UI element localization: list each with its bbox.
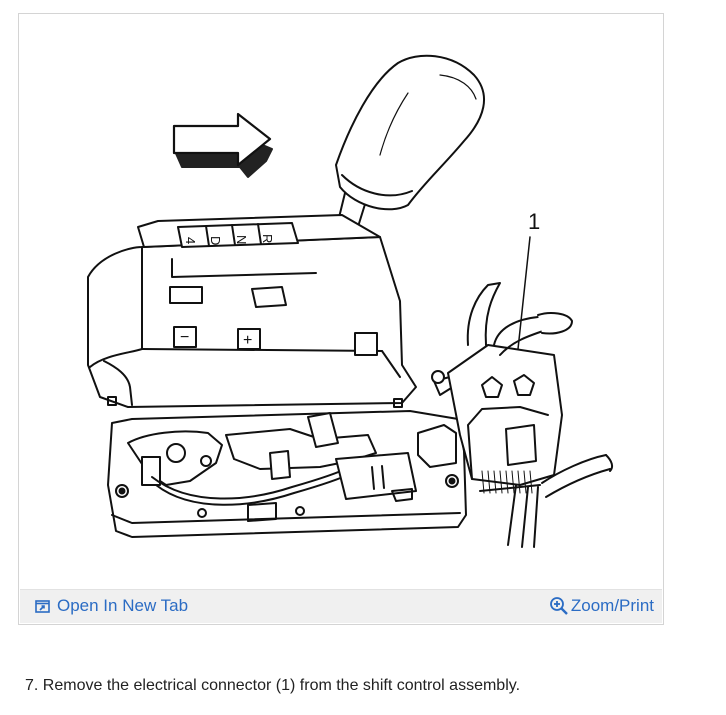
figure-footer: Open In New Tab Zoom/Print <box>20 589 662 623</box>
gear-indicator: 4 D N R <box>169 222 317 308</box>
open-in-new-tab-label: Open In New Tab <box>57 596 189 615</box>
zoom-print-link[interactable]: Zoom/Print <box>549 596 654 616</box>
gear-label-4: 4 <box>183 237 198 244</box>
gear-label-r: R <box>260 234 275 243</box>
open-in-new-tab-icon <box>35 599 50 613</box>
open-in-new-tab-link[interactable]: Open In New Tab <box>35 596 188 616</box>
zoom-print-label: Zoom/Print <box>570 596 654 615</box>
step-instruction: 7. Remove the electrical connector (1) f… <box>25 677 521 694</box>
minus-label: − <box>180 329 189 346</box>
direction-arrow <box>172 112 273 178</box>
electrical-connector: 1 <box>417 209 614 548</box>
base-plate <box>107 410 467 538</box>
shift-control-diagram[interactable]: 4 D N R − + <box>20 15 662 589</box>
callout-number-1: 1 <box>528 209 540 234</box>
gear-label-d: D <box>208 236 223 245</box>
plus-label: + <box>243 332 252 349</box>
console-housing <box>87 214 417 408</box>
figure-card: 4 D N R − + <box>18 13 664 625</box>
gear-label-n: N <box>234 235 249 244</box>
zoom-magnifier-icon <box>549 597 568 615</box>
manual-shift-buttons: − + <box>173 326 261 350</box>
